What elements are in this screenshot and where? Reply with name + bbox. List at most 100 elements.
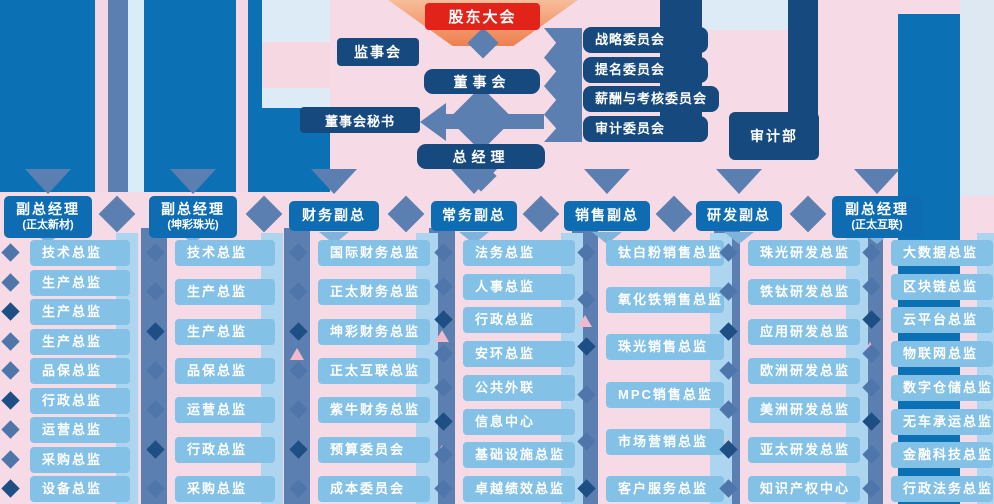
org-item: 正太财务总监 xyxy=(289,279,430,306)
connector-diamond-icon xyxy=(1,361,20,380)
org-item: 钛白粉销售总监 xyxy=(577,240,724,266)
division-head-zhengtai-hulian: 副总经理 (正太互联) xyxy=(832,196,922,238)
org-item-label: 行政总监 xyxy=(42,392,103,408)
org-item-label: 法务总监 xyxy=(475,245,536,260)
org-item: 珠光销售总监 xyxy=(577,334,724,361)
division-column-1: 技术总监生产总监生产总监生产总监品保总监行政总监运营总监采购总监设备总监 xyxy=(1,240,130,502)
org-item-label: 物联网总监 xyxy=(903,346,979,362)
org-item: 基础设施总监 xyxy=(434,442,575,469)
division-column-5: 钛白粉销售总监氧化铁销售总监珠光销售总监 MPC销售总监市场营销总监客户服务总监 xyxy=(577,240,724,502)
connector-diamond-icon xyxy=(1,272,20,292)
org-item: 法务总监 xyxy=(434,240,575,266)
org-item-label: 珠光销售总监 xyxy=(618,339,709,355)
org-item: 正太互联总监 xyxy=(289,357,430,384)
org-item: 大数据总监 xyxy=(862,240,993,266)
org-item-label: 市场营销总监 xyxy=(618,433,709,449)
org-item: 成本委员会 xyxy=(289,475,430,502)
org-item: 生产总监 xyxy=(146,318,275,345)
committee-list: 战略委员会提名委员会薪酬与考核委员会审计委员会 xyxy=(583,27,720,142)
connector-diamond-icon xyxy=(655,195,693,233)
connector-diamond-icon xyxy=(245,195,283,233)
board-of-directors-box: 董事会 xyxy=(424,69,540,94)
division-column-4: 法务总监人事总监行政总监安环总监公共外联信息中心基础设施总监卓越绩效总监 xyxy=(434,240,575,502)
org-item: 美洲研发总监 xyxy=(719,397,860,424)
connector-diamond-icon xyxy=(1,243,20,262)
org-item: 生产总监 xyxy=(1,269,130,296)
org-item-label: 氧化铁销售总监 xyxy=(618,292,724,308)
org-item-label: 技术总监 xyxy=(187,245,248,260)
org-item-label: 人事总监 xyxy=(475,278,536,294)
org-item-label: 正太互联总监 xyxy=(330,362,421,378)
committee-box: 提名委员会 xyxy=(583,56,708,83)
background-patch xyxy=(702,0,788,30)
org-item-label: 正太财务总监 xyxy=(330,284,421,300)
background-stripe xyxy=(95,0,108,192)
org-item: 公共外联 xyxy=(434,374,575,401)
division-title: 研发副总 xyxy=(707,207,771,224)
org-item: 铁钛研发总监 xyxy=(719,279,860,306)
org-item: 云平台总监 xyxy=(862,307,993,334)
org-item: 技术总监 xyxy=(146,240,275,266)
org-item: 卓越绩效总监 xyxy=(434,475,575,502)
org-item-label: 技术总监 xyxy=(42,245,103,260)
org-item-label: 铁钛研发总监 xyxy=(760,284,851,300)
connector-diamond-icon xyxy=(1,331,20,351)
org-item-label: 卓越绩效总监 xyxy=(475,480,566,496)
org-item-label: 采购总监 xyxy=(187,480,248,496)
org-item: 知识产权中心 xyxy=(719,475,860,502)
connector-diamond-icon xyxy=(1,420,20,439)
division-column-6: 珠光研发总监铁钛研发总监应用研发总监欧洲研发总监美洲研发总监亚太研发总监知识产权… xyxy=(719,240,860,502)
org-item-label: 预算委员会 xyxy=(330,441,406,457)
org-item-label: 行政总监 xyxy=(187,441,248,457)
org-item: 采购总监 xyxy=(1,446,130,473)
division-head-kuncai-zhuguang: 副总经理 (坤彩珠光) xyxy=(149,196,237,238)
background-band xyxy=(788,0,818,132)
org-item-label: 坤彩财务总监 xyxy=(330,323,421,339)
division-title: 副总经理 xyxy=(161,201,225,218)
division-title: 财务副总 xyxy=(302,207,366,224)
org-item-label: 生产总监 xyxy=(42,333,103,349)
org-item: 国际财务总监 xyxy=(289,240,430,266)
org-item-label: 成本委员会 xyxy=(330,480,406,496)
audit-department-box: 审计部 xyxy=(729,112,819,160)
org-item: MPC销售总监 xyxy=(577,381,724,408)
connector-diamond-icon xyxy=(789,195,827,233)
connector-diamond-icon xyxy=(1,479,20,498)
division-subtitle: (正太互联) xyxy=(851,218,903,231)
org-item: 应用研发总监 xyxy=(719,318,860,345)
org-item: 物联网总监 xyxy=(862,341,993,368)
column-accent-strip xyxy=(977,233,994,504)
connector-diamond-icon xyxy=(98,195,136,233)
org-item-label: 生产总监 xyxy=(187,323,248,339)
org-item-label: 客户服务总监 xyxy=(618,480,709,496)
org-item: 客户服务总监 xyxy=(577,475,724,502)
org-item: 运营总监 xyxy=(146,397,275,424)
org-item-label: 欧洲研发总监 xyxy=(760,362,851,378)
committee-box: 战略委员会 xyxy=(583,27,708,53)
org-item: 珠光研发总监 xyxy=(719,240,860,266)
org-item-label: 行政法务总监 xyxy=(903,480,994,496)
org-item-label: 品保总监 xyxy=(42,363,103,378)
org-item-label: 知识产权中心 xyxy=(760,480,851,496)
org-item-label: 采购总监 xyxy=(42,451,103,467)
org-item-label: 珠光研发总监 xyxy=(760,245,851,260)
org-item: 采购总监 xyxy=(146,475,275,502)
org-item: 坤彩财务总监 xyxy=(289,318,430,345)
org-item: 行政总监 xyxy=(1,387,130,414)
org-item-label: 生产总监 xyxy=(187,284,248,300)
org-item-label: 钛白粉销售总监 xyxy=(618,245,724,260)
org-item-label: 无车承运总监 xyxy=(903,413,994,429)
org-item-label: 数字仓储总监 xyxy=(903,379,994,395)
org-item: 品保总监 xyxy=(1,358,130,384)
org-item: 运营总监 xyxy=(1,417,130,443)
connector-diamond-icon xyxy=(1,390,20,410)
org-item-label: 生产总监 xyxy=(42,274,103,290)
division-column-2: 技术总监生产总监生产总监品保总监运营总监行政总监采购总监 xyxy=(146,240,275,502)
division-column-3: 国际财务总监正太财务总监坤彩财务总监正太互联总监紫牛财务总监预算委员会成本委员会 xyxy=(289,240,430,502)
org-item-label: 金融科技总监 xyxy=(903,447,994,463)
background-stripe xyxy=(128,0,144,192)
committee-box: 审计委员会 xyxy=(583,115,708,142)
connector-diamond-icon xyxy=(1,302,20,321)
shareholders-meeting-box: 股东大会 xyxy=(425,3,540,30)
